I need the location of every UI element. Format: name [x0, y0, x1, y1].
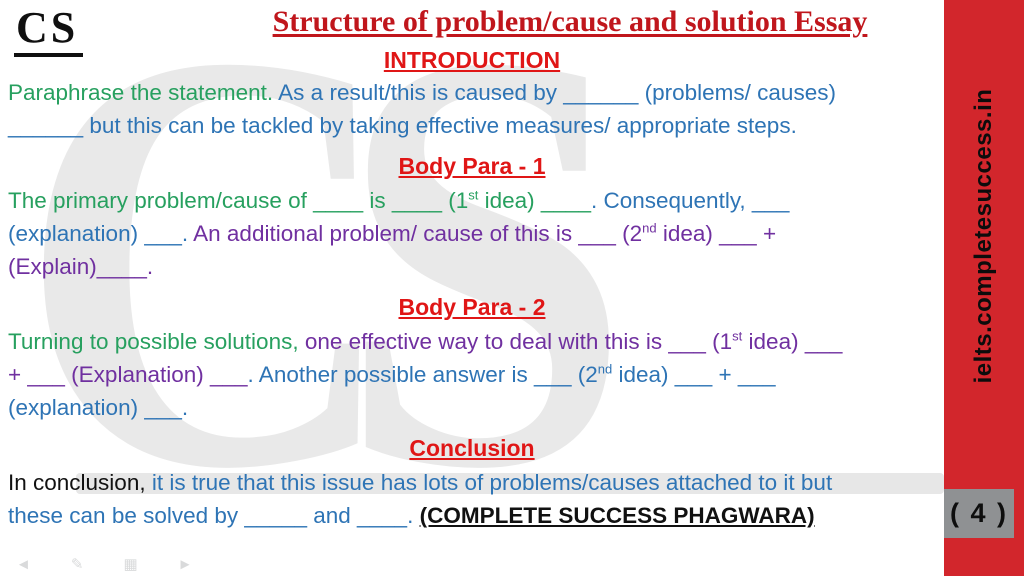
conclusion-paragraph: In conclusion, it is true that this issu… — [8, 470, 833, 528]
pen-tool-icon[interactable]: ✎ — [70, 556, 84, 573]
introduction-heading: INTRODUCTION — [383, 47, 561, 73]
body-para-1-paragraph: The primary problem/cause of ____ is ___… — [8, 187, 790, 279]
slide-title: Structure of problem/cause and solution … — [272, 5, 868, 38]
red-sidebar: ielts.completesuccess.in ( 4 ) — [944, 0, 1024, 576]
cs-watermark: CS — [18, 0, 631, 576]
prev-slide-icon[interactable]: ◄ — [16, 556, 31, 573]
website-vertical-label: ielts.completesuccess.in — [970, 88, 997, 384]
body-para-2-heading: Body Para - 2 — [398, 294, 546, 320]
cs-logo: CS — [14, 6, 84, 57]
introduction-paragraph: Paraphrase the statement. As a result/th… — [8, 80, 836, 138]
body-para-1-heading: Body Para - 1 — [398, 153, 546, 179]
next-slide-icon[interactable]: ► — [177, 556, 193, 573]
body-para-2-paragraph: Turning to possible solutions, one effec… — [8, 328, 843, 420]
slide-content: Structure of problem/cause and solution … — [8, 5, 936, 532]
slide-sections: INTRODUCTION Paraphrase the statement. As… — [8, 45, 936, 532]
decorative-gray-band — [76, 473, 944, 494]
presenter-controls: ◄ ✎ ▦ ► — [16, 557, 192, 573]
conclusion-heading: Conclusion — [409, 435, 535, 461]
page-number-badge: ( 4 ) — [944, 489, 1014, 538]
slide-overview-icon[interactable]: ▦ — [123, 556, 138, 573]
